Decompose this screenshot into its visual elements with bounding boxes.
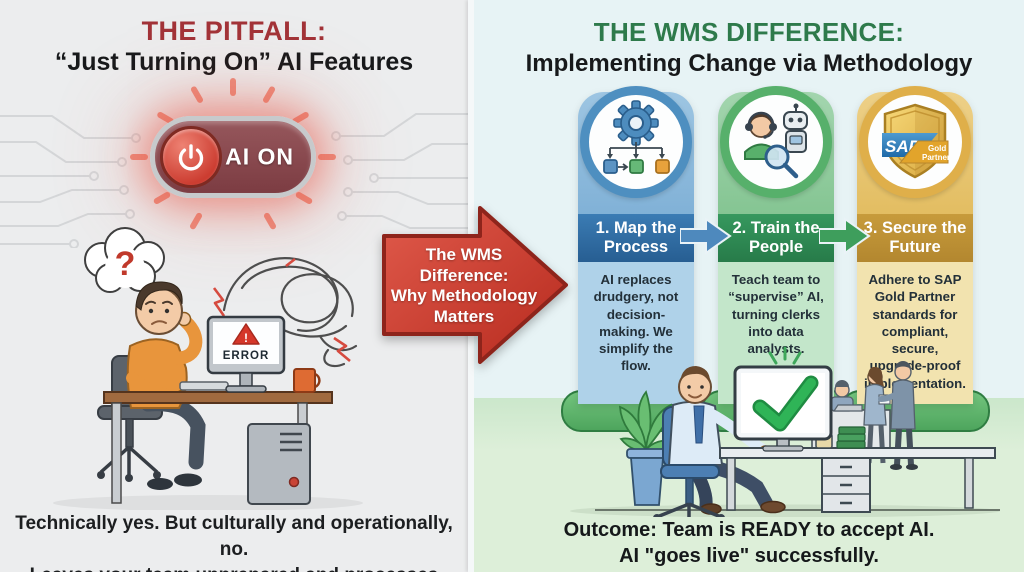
wms-subtitle: Implementing Change via Methodology bbox=[525, 49, 973, 77]
arrow-label-line1: The WMS bbox=[425, 245, 503, 264]
arrow-label-line3: Why Methodology bbox=[390, 286, 538, 306]
success-desk bbox=[719, 426, 996, 513]
step3-badge: SAP Gold Partner bbox=[859, 86, 971, 198]
error-sparks-icon bbox=[212, 257, 351, 362]
pitfall-subtitle: “Just Turning On” AI Features bbox=[54, 48, 414, 77]
pitfall-caption-line1: Technically yes. But culturally and oper… bbox=[15, 513, 453, 560]
outcome-caption: Outcome: Team is READY to accept AI. AI … bbox=[474, 517, 1024, 570]
frustrated-worker-scene: ? bbox=[53, 227, 363, 510]
tangled-scribble-icon bbox=[222, 257, 358, 368]
drawer-unit bbox=[821, 457, 871, 513]
error-label: ERROR bbox=[223, 350, 270, 362]
step2-title: 2. Train the People bbox=[718, 214, 834, 262]
gear-icon bbox=[613, 100, 659, 146]
frustrated-person bbox=[126, 281, 206, 490]
sap-gold-partner-shield-icon: SAP Gold Partner bbox=[882, 103, 950, 179]
binder-stack-icon bbox=[836, 426, 866, 449]
wms-difference-arrow-icon bbox=[382, 206, 568, 364]
coffee-mug-icon bbox=[293, 368, 321, 393]
computer-tower bbox=[247, 423, 311, 505]
wms-difference-arrow-label: The WMS Difference: Why Methodology Matt… bbox=[384, 245, 544, 328]
toggle-label: AI ON bbox=[225, 143, 294, 170]
warning-triangle-icon bbox=[232, 323, 260, 345]
standing-colleague-woman bbox=[863, 366, 891, 464]
toggle-track: AI ON bbox=[150, 116, 316, 198]
step3-title: 3. Secure the Future bbox=[857, 214, 973, 262]
floor-shadow bbox=[53, 495, 363, 510]
step1-title: 1. Map the Process bbox=[578, 214, 694, 262]
step2-to-step3-arrow-icon bbox=[819, 217, 871, 255]
gear-flowchart-icon bbox=[603, 100, 670, 174]
step1-badge bbox=[580, 86, 692, 198]
question-mark-icon: ? bbox=[115, 245, 136, 283]
robot-icon bbox=[783, 103, 808, 153]
outcome-caption-line2: AI "goes live" successfully. bbox=[619, 545, 879, 568]
partner-label: Partner bbox=[922, 153, 950, 162]
blue-office-chair-base bbox=[653, 464, 725, 517]
outcome-caption-line1: Outcome: Team is READY to accept AI. bbox=[563, 519, 935, 541]
flowchart-icon bbox=[607, 142, 665, 171]
pitfall-caption-line2: Leaves your team unprepared and processe… bbox=[0, 563, 468, 572]
arrow-label-line2: Difference: bbox=[419, 265, 509, 285]
magnifier-icon bbox=[764, 144, 799, 179]
pitfall-title: THE PITFALL: bbox=[141, 16, 327, 46]
checkmark-icon bbox=[755, 378, 816, 429]
arrow-label-line4: Matters bbox=[433, 307, 495, 327]
wms-title: THE WMS DIFFERENCE: bbox=[593, 17, 905, 47]
success-office-scene bbox=[570, 346, 1000, 517]
wms-heading: THE WMS DIFFERENCE: Implementing Change … bbox=[474, 17, 1024, 77]
step1-pillar: 1. Map the Process AI replaces drudgery,… bbox=[578, 92, 694, 404]
step2-badge bbox=[720, 86, 832, 198]
svg-text:!: ! bbox=[244, 331, 248, 345]
error-monitor: ! ERROR bbox=[206, 315, 286, 393]
pitfall-caption: Technically yes. But culturally and oper… bbox=[0, 511, 468, 572]
power-glyph-icon bbox=[178, 144, 204, 171]
pitfall-heading: THE PITFALL: “Just Turning On” AI Featur… bbox=[0, 16, 468, 76]
ai-on-toggle: AI ON bbox=[150, 116, 316, 198]
step1-body: AI replaces drudgery, not decision-makin… bbox=[578, 262, 694, 404]
wms-panel: THE WMS DIFFERENCE: Implementing Change … bbox=[474, 0, 1024, 572]
trainer-and-robot-icon bbox=[744, 103, 808, 179]
step3-body: Adhere to SAP Gold Partner standards for… bbox=[857, 262, 973, 404]
success-monitor bbox=[733, 346, 833, 452]
gold-label: Gold bbox=[928, 144, 946, 153]
keyboard-icon bbox=[179, 381, 229, 391]
sap-logo-icon: SAP Gold Partner bbox=[882, 133, 950, 164]
success-sparkle-icon bbox=[768, 346, 802, 365]
thought-bubble-icon: ? bbox=[84, 227, 174, 308]
power-button-icon bbox=[160, 126, 222, 188]
step1-to-step2-arrow-icon bbox=[680, 217, 732, 255]
